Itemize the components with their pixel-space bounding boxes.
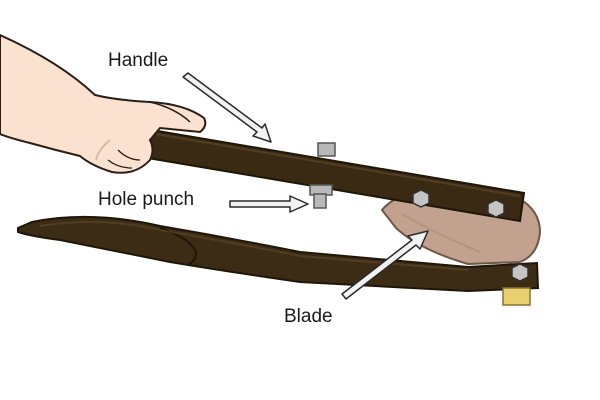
label-hole-punch: Hole punch <box>98 189 195 210</box>
wear-pad <box>502 287 531 306</box>
hole-punch-bolt <box>309 142 336 209</box>
arrow-blade <box>341 230 429 300</box>
arrow-handle <box>182 72 272 143</box>
bolts <box>412 189 529 282</box>
label-handle: Handle <box>108 50 169 71</box>
lower-jaw-bar <box>17 215 540 293</box>
arrow-hole-punch <box>229 195 309 213</box>
label-blade: Blade <box>284 306 333 327</box>
hand-illustration <box>0 33 207 174</box>
